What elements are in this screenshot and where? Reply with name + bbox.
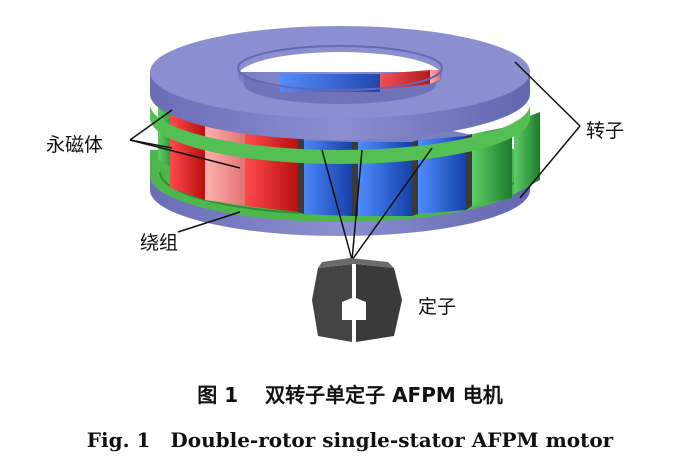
label-magnet: 永磁体 — [46, 134, 104, 156]
stator-leader-2 — [351, 149, 363, 261]
inner-red-magnets — [380, 70, 430, 90]
caption-chinese: 图 1 双转子单定子 AFPM 电机 — [197, 383, 503, 407]
stator-leader-3 — [351, 147, 433, 261]
magnet-red-1 — [170, 112, 205, 200]
rotor-leader-2 — [519, 125, 581, 199]
leader-lines — [129, 61, 581, 261]
magnet-leader-3 — [129, 109, 173, 141]
stator-core-detail — [312, 258, 402, 342]
stator-leader-1 — [321, 149, 353, 261]
winding-leader — [177, 211, 241, 233]
magnet-green-2 — [514, 112, 540, 194]
caption-english: Fig. 1 Double-rotor single-stator AFPM m… — [86, 428, 614, 452]
magnet-leader-2 — [129, 139, 241, 169]
label-winding: 绕组 — [140, 232, 179, 254]
magnet-pink — [205, 116, 245, 206]
top-rotor-disk — [150, 26, 530, 140]
label-stator: 定子 — [418, 296, 457, 318]
inner-blue-magnets — [280, 74, 380, 92]
upper-winding-strip — [150, 104, 530, 164]
rotor-leader-1 — [514, 61, 581, 127]
label-rotor: 转子 — [586, 120, 625, 142]
